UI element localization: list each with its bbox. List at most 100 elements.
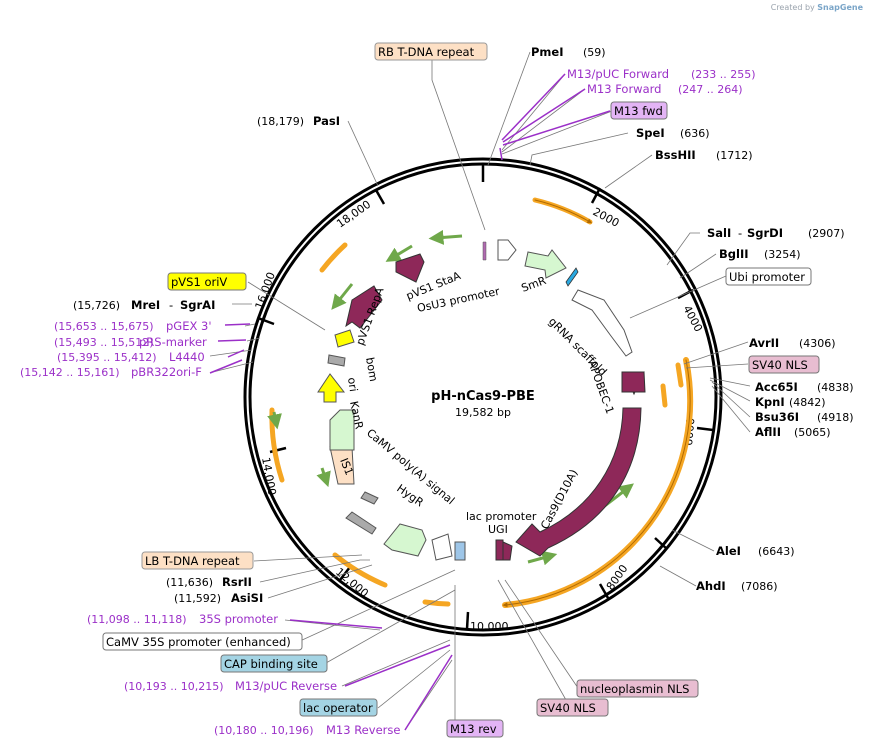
- label-pmei: PmeI: [531, 45, 564, 59]
- label-bsshii-pos: (1712): [716, 149, 753, 162]
- label-box-m13-rev: [446, 719, 504, 738]
- feature-m13-fwd-small: [482, 241, 487, 261]
- label-box-ubi: [725, 267, 812, 286]
- feature-ugi-nls: [495, 539, 504, 561]
- feature-camv-polya: [431, 533, 453, 561]
- feature-ori: [317, 373, 346, 403]
- inner-label-apobec1: APOBEC-1: [585, 359, 616, 416]
- label-l4440: L4440: [169, 350, 205, 364]
- label-box-rb-tdna: [374, 42, 488, 61]
- label-sv40nls-bottom: SV40 NLS: [540, 701, 596, 715]
- primer-marks: [209, 73, 611, 731]
- label-avrii: AvrII: [749, 336, 779, 350]
- label-aflii: AflII: [755, 425, 781, 439]
- label-rsrii-pos: (11,636): [166, 576, 213, 589]
- label-m13-reverse-pos: (10,180 .. 10,196): [214, 724, 314, 737]
- orf-bars: [269, 197, 694, 608]
- label-bsu36i: Bsu36I: [755, 410, 799, 424]
- label-mrei-pos: (15,726): [73, 299, 120, 312]
- outer-labels: RB T-DNA repeat PmeI (59) M13/pUC Forwar…: [20, 42, 854, 738]
- orf-bar-4: [422, 599, 451, 607]
- features: [317, 239, 646, 561]
- label-acc65i-pos: (4838): [817, 381, 854, 394]
- label-avrii-pos: (4306): [799, 337, 836, 350]
- orf-bar-3: [660, 383, 668, 408]
- feature-grey-2: [360, 491, 379, 505]
- feature-smr: [524, 249, 567, 279]
- credit-prefix: Created by: [770, 3, 815, 12]
- leader-lines: [209, 51, 751, 731]
- svg-text:-: -: [738, 226, 742, 240]
- label-ahdi-pos: (7086): [741, 580, 778, 593]
- svg-text:-: -: [169, 298, 173, 312]
- label-35s: 35S promoter: [199, 612, 278, 626]
- label-m13-forward: M13 Forward: [587, 82, 661, 96]
- inner-label-smr: SmR: [520, 274, 549, 295]
- label-m13-fwd: M13 fwd: [614, 104, 663, 118]
- label-bglii-pos: (3254): [764, 248, 801, 261]
- label-cap: CAP binding site: [224, 657, 318, 671]
- inner-label-lac-promoter: lac promoter: [466, 510, 537, 523]
- label-bsu36i-pos: (4918): [817, 411, 854, 424]
- label-lb-tdna: LB T-DNA repeat: [145, 554, 240, 568]
- label-box-nucleo-nls: [576, 679, 699, 698]
- label-box-sv40nls-right: [748, 355, 820, 374]
- label-acc65i: Acc65I: [755, 380, 798, 394]
- label-box-cap: [220, 654, 328, 673]
- feature-pvs1-oriv: [334, 329, 355, 348]
- plasmid-size: 19,582 bp: [455, 406, 511, 419]
- label-pvs1-oriv: pVS1 oriV: [171, 275, 227, 289]
- label-m13-rev: M13 rev: [450, 722, 497, 736]
- label-m13puc-rev: M13/pUC Reverse: [235, 679, 337, 693]
- label-alei-pos: (6643): [758, 545, 795, 558]
- label-spei-pos: (636): [680, 127, 710, 140]
- label-ahdi: AhdI: [696, 579, 726, 593]
- label-m13puc-fwd: M13/pUC Forward: [567, 67, 669, 81]
- label-kpni-pos: (4842): [789, 396, 826, 409]
- snapgene-credit: Created by SnapGene: [771, 3, 863, 12]
- label-35s-pos: (11,098 .. 11,118): [87, 613, 187, 626]
- feature-pvs1-staa: [395, 253, 425, 283]
- label-m13-reverse: M13 Reverse: [326, 723, 400, 737]
- orf-bar-7: [319, 242, 348, 273]
- feature-grna-scaffold: [571, 289, 633, 357]
- label-box-pvs1-oriv: [167, 272, 247, 291]
- inner-label-ugi: UGI: [488, 523, 508, 536]
- label-sgrdi: SgrDI: [747, 226, 783, 240]
- feature-kanr: [329, 409, 355, 451]
- label-m13puc-rev-pos: (10,193 .. 10,215): [124, 680, 224, 693]
- label-pbr: pBR322ori-F: [131, 365, 202, 379]
- label-pgex: pGEX 3': [166, 319, 212, 333]
- inner-label-bom: bom: [363, 356, 380, 382]
- feature-pvs1-repa: [345, 285, 383, 329]
- feature-apobec1: [621, 371, 646, 393]
- label-kpni: KpnI: [755, 395, 785, 409]
- inner-label-is1: IS1: [337, 456, 356, 477]
- ruler-label-10000: 10,000: [470, 620, 509, 633]
- inner-label-ori: ori: [345, 377, 360, 393]
- label-sali: SalI: [707, 226, 731, 240]
- label-box-camv35s: [102, 632, 303, 651]
- feature-cas9-d10a: [515, 407, 642, 557]
- label-sv40nls-right: SV40 NLS: [752, 358, 808, 372]
- label-bglii: BglII: [719, 247, 749, 261]
- label-alei: AleI: [716, 544, 741, 558]
- feature-bom: [327, 354, 346, 367]
- label-rsrii: RsrII: [222, 575, 252, 589]
- ruler-label-2000: 2000: [591, 205, 622, 230]
- orf-bar-2: [675, 362, 684, 388]
- label-pmei-pos: (59): [583, 46, 606, 59]
- label-m13puc-fwd-pos: (233 .. 255): [691, 68, 756, 81]
- label-rb-tdna: RB T-DNA repeat: [378, 45, 475, 59]
- label-ubi: Ubi promoter: [729, 270, 805, 284]
- label-asisi-pos: (11,592): [174, 592, 221, 605]
- label-bsshii: BssHII: [655, 148, 696, 162]
- label-lac-op: lac operator: [303, 701, 373, 715]
- label-nucleo-nls: nucleoplasmin NLS: [580, 682, 689, 696]
- label-pasi-pos: (18,179): [257, 115, 304, 128]
- label-l4440-pos: (15,395 .. 15,412): [57, 351, 157, 364]
- orf-bar-1: [532, 197, 593, 225]
- label-mrei: MreI: [131, 298, 160, 312]
- label-box-m13-fwd: [610, 101, 668, 120]
